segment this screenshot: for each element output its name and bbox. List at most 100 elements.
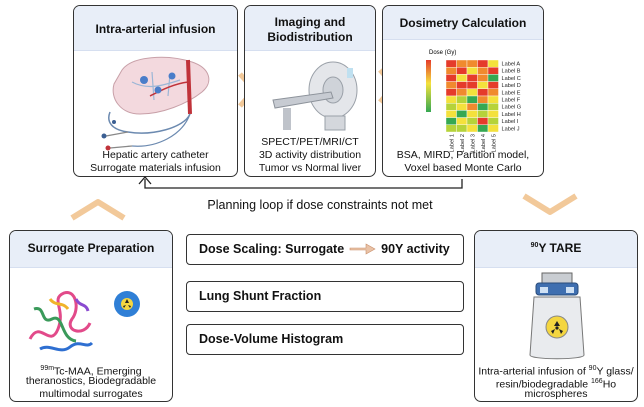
heatmap-cell xyxy=(477,124,489,133)
imaging-biodistribution-panel: Imaging and Biodistribution SPECT/PET/MR… xyxy=(244,5,376,177)
heatmap-cell xyxy=(487,88,499,97)
liver-catheter-illustration xyxy=(101,56,210,151)
heatmap-cell xyxy=(487,67,499,75)
heatmap-cell xyxy=(445,110,457,118)
microsphere-icon xyxy=(114,291,140,317)
heatmap-cell xyxy=(487,117,499,125)
dose-volume-histogram-box: Dose-Volume Histogram xyxy=(186,324,464,355)
y90-tare-panel: 90Y TARE Intra-arterial infusion of 90Y … xyxy=(474,230,638,402)
tare-caption-3: microspheres xyxy=(524,388,588,400)
heatmap-cell xyxy=(487,59,499,68)
heatmap-row-label: Label A xyxy=(502,62,521,68)
imaging-title-line-2: Biodistribution xyxy=(267,30,353,44)
heatmap-cell xyxy=(456,95,468,104)
heatmap-cell xyxy=(477,81,489,89)
intra-arterial-infusion-panel: Intra-arterial infusion Hepatic artery c… xyxy=(73,5,238,177)
heatmap-row-label: Label H xyxy=(502,112,521,118)
imaging-caption-1: SPECT/PET/MRI/CT xyxy=(261,136,359,148)
tare-caption-2: resin/biodegradable 166Ho xyxy=(495,378,617,391)
heatmap-row-label: Label F xyxy=(502,98,521,104)
protein-structure-illustration xyxy=(28,291,94,352)
chevron-up xyxy=(70,199,126,221)
infusion-title: Intra-arterial infusion xyxy=(95,22,216,36)
heatmap-row-label: Label I xyxy=(502,119,519,125)
heatmap-row-label: Label C xyxy=(502,76,521,82)
surrogate-caption-2: theranostics, Biodegradable xyxy=(25,375,157,387)
heatmap-cell xyxy=(487,95,499,104)
heatmap-cell xyxy=(466,81,478,89)
surrogate-caption-3: multimodal surrogates xyxy=(39,388,143,400)
heatmap-cell xyxy=(445,95,457,104)
heatmap-cell xyxy=(445,67,457,75)
panel-header xyxy=(383,6,543,40)
heatmap-cell xyxy=(477,74,489,82)
dose-color-scale xyxy=(426,60,431,112)
dosimetry-title: Dosimetry Calculation xyxy=(399,16,527,30)
heatmap-cell xyxy=(456,88,468,97)
heatmap-cell xyxy=(466,67,478,75)
heatmap-cell xyxy=(466,117,478,125)
heatmap-cell xyxy=(477,110,489,118)
heatmap-cell xyxy=(477,59,489,68)
dose-scaling-box: Dose Scaling: Surrogate 90Y activity xyxy=(186,234,464,265)
heatmap-cell xyxy=(487,81,499,89)
heatmap-cell xyxy=(456,81,468,89)
panel-header xyxy=(74,6,237,51)
heatmap-cell xyxy=(445,59,457,68)
imaging-caption-3: Tumor vs Normal liver xyxy=(258,162,362,174)
heatmap-cell xyxy=(477,67,489,75)
heatmap-row-label: Label D xyxy=(502,83,521,89)
arrow-right-icon xyxy=(349,243,376,255)
chevron-down xyxy=(522,193,578,215)
heatmap-row-label: Label G xyxy=(502,105,522,111)
heatmap-cell xyxy=(456,124,468,133)
surrogate-title: Surrogate Preparation xyxy=(27,241,155,255)
heatmap-col-label: Label 4 xyxy=(481,134,487,152)
heatmap-cell xyxy=(477,95,489,104)
heatmap-cell xyxy=(445,88,457,97)
scanner-illustration xyxy=(272,61,358,131)
heatmap-cell xyxy=(456,74,468,82)
heatmap-col-label: Label 5 xyxy=(491,134,497,152)
heatmap-row-label: Label J xyxy=(502,126,520,132)
dose-scaling-prefix: Dose Scaling: Surrogate xyxy=(199,242,345,256)
heatmap-cell xyxy=(466,59,478,68)
heatmap-cell xyxy=(456,110,468,118)
heatmap-cell xyxy=(487,74,499,82)
microsphere-vial-illustration xyxy=(529,272,585,360)
panel-header xyxy=(245,6,375,51)
heatmap-cell xyxy=(445,117,457,125)
surrogate-caption-1: 99mTc-MAA, Emerging xyxy=(40,365,142,378)
heatmap-cell xyxy=(456,103,468,111)
heatmap-cell xyxy=(466,88,478,97)
planning-loop-label: Planning loop if dose constraints not me… xyxy=(207,198,433,212)
surrogate-preparation-panel: Surrogate Preparation 99mTc-MAA, Emergin… xyxy=(9,230,173,402)
tare-caption-1: Intra-arterial infusion of 90Y glass/ xyxy=(478,365,634,378)
heatmap-cell xyxy=(445,103,457,111)
heatmap-cell xyxy=(456,59,468,68)
imaging-title-line-1: Imaging and xyxy=(274,15,346,29)
lung-shunt-fraction-box: Lung Shunt Fraction xyxy=(186,281,464,312)
heatmap-cell xyxy=(466,95,478,104)
panel-header xyxy=(10,231,172,268)
heatmap-cell xyxy=(487,110,499,118)
heatmap-cell xyxy=(466,124,478,133)
heatmap-cell xyxy=(445,81,457,89)
infusion-caption-1: Hepatic artery catheter xyxy=(102,149,209,161)
heatmap-cell xyxy=(466,74,478,82)
panel-header xyxy=(475,231,637,268)
heatmap-cell xyxy=(456,67,468,75)
heatmap-cell xyxy=(487,124,499,133)
tare-title: 90Y TARE xyxy=(530,241,582,255)
heatmap-cell xyxy=(477,103,489,111)
dosimetry-caption-1: BSA, MIRD, Partition model, xyxy=(396,149,530,161)
heatmap-col-label: Label 2 xyxy=(460,134,466,152)
heatmap-cell xyxy=(466,110,478,118)
dosimetry-caption-2: Voxel based Monte Carlo xyxy=(404,162,522,174)
imaging-caption-2: 3D activity distribution xyxy=(258,149,362,161)
heatmap-cell xyxy=(487,103,499,111)
planning-loop-arrow xyxy=(138,176,463,189)
dose-scaling-suffix: 90Y activity xyxy=(381,242,450,256)
